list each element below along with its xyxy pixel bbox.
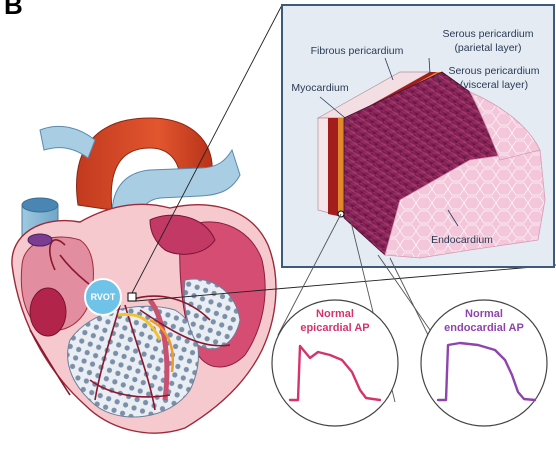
epicardial-ap-title-2: epicardial AP bbox=[300, 322, 369, 334]
label-serous-parietal-2: (parietal layer) bbox=[454, 42, 521, 54]
label-serous-visceral-1: Serous pericardium bbox=[448, 65, 539, 77]
label-endocardium: Endocardium bbox=[431, 234, 493, 246]
epicardial-ap-panel: Normal epicardial AP bbox=[272, 300, 398, 426]
label-fibrous-pericardium: Fibrous pericardium bbox=[311, 45, 404, 57]
label-serous-visceral-2: (visceral layer) bbox=[460, 79, 528, 91]
parietal-layer-front bbox=[328, 118, 338, 216]
panel-letter: B bbox=[4, 0, 23, 20]
endocardial-ap-panel: Normal endocardial AP bbox=[421, 300, 547, 426]
epicardial-ap-title-1: Normal bbox=[316, 308, 354, 320]
label-serous-parietal-1: Serous pericardium bbox=[442, 28, 533, 40]
endocardial-ap-title-1: Normal bbox=[465, 308, 503, 320]
rvot-zoom-box bbox=[128, 293, 136, 301]
visceral-layer-front bbox=[338, 118, 344, 217]
heart-illustration bbox=[12, 118, 276, 433]
tissue-inset: Serous pericardium (parietal layer) Fibr… bbox=[282, 5, 554, 267]
label-myocardium: Myocardium bbox=[291, 82, 348, 94]
endocardial-ap-title-2: endocardial AP bbox=[444, 322, 524, 334]
rvot-label: RVOT bbox=[91, 292, 116, 302]
